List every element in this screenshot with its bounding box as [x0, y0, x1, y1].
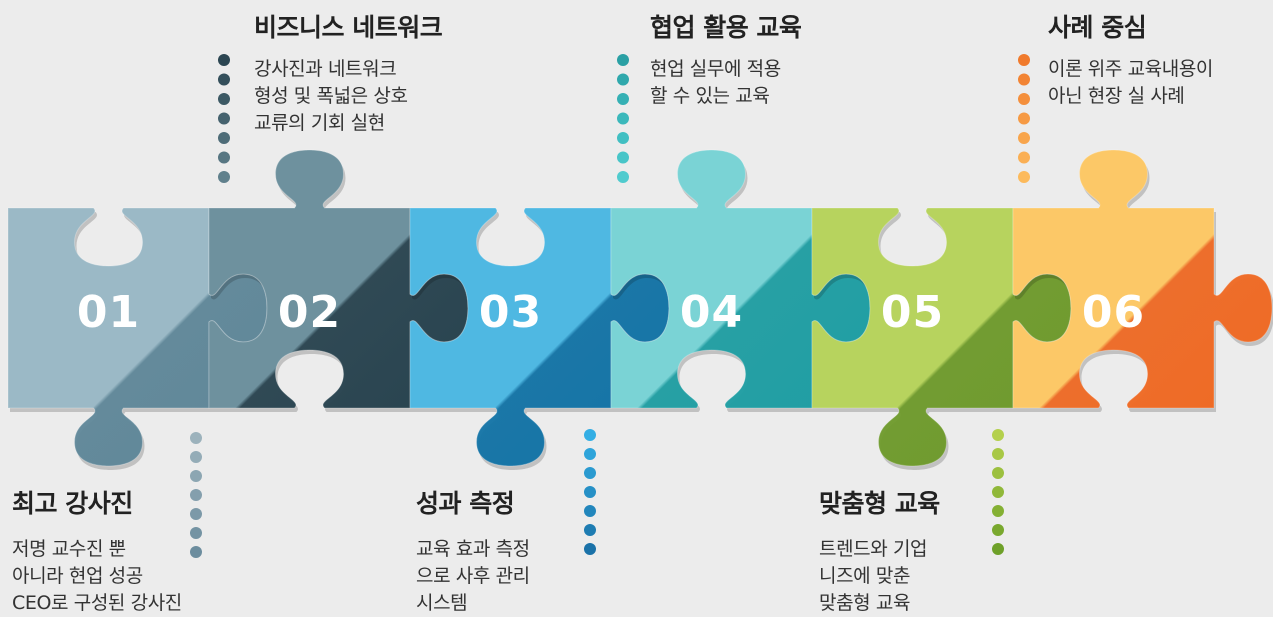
connector-dot	[584, 486, 596, 498]
piece-number-4: 04	[680, 287, 743, 338]
connector-dot	[190, 546, 202, 558]
connector-dot	[617, 171, 629, 183]
piece-1-title: 최고 강사진	[12, 489, 133, 518]
connector-dot	[584, 505, 596, 517]
piece-3-line-3: 시스템	[416, 592, 468, 614]
connector-dot	[190, 451, 202, 463]
connector-dot	[992, 505, 1004, 517]
connector-dot	[218, 151, 230, 164]
connector-dot	[992, 543, 1004, 555]
piece-6-line-1: 이론 위주 교육내용이	[1048, 58, 1213, 80]
connector-dot	[190, 527, 202, 539]
piece-5-line-1: 트렌드와 기업	[819, 538, 928, 560]
connector-dot	[992, 524, 1004, 536]
piece-1-line-2: 아니라 현업 성공	[12, 565, 143, 587]
piece-number-2: 02	[278, 287, 341, 338]
connector-dot	[584, 524, 596, 536]
piece-number-1: 01	[77, 287, 140, 338]
connector-dot	[617, 93, 629, 105]
connector-dot	[190, 508, 202, 520]
connector-dot	[218, 171, 230, 183]
piece-number-3: 03	[479, 287, 542, 338]
piece-1-line-3: CEO로 구성된 강사진	[12, 592, 182, 614]
connector-dot	[190, 432, 202, 444]
connector-dot	[218, 112, 230, 125]
piece-3-line-1: 교육 효과 측정	[416, 538, 530, 560]
piece-5-description: 트렌드와 기업 니즈에 맞춘 맞춤형 교육	[819, 536, 928, 617]
piece-3-line-2: 으로 사후 관리	[416, 565, 530, 587]
connector-dot	[617, 73, 629, 86]
piece-2-title: 비즈니스 네트워크	[254, 13, 443, 42]
piece-3-title: 성과 측정	[416, 489, 515, 518]
connector-dot	[190, 489, 202, 501]
piece-3-description: 교육 효과 측정 으로 사후 관리 시스템	[416, 536, 530, 617]
connector-dots-layer	[190, 54, 1030, 558]
piece-5-title: 맞춤형 교육	[819, 489, 940, 518]
connector-dot	[1018, 54, 1030, 66]
connector-dot	[218, 132, 230, 144]
connector-dot	[1018, 132, 1030, 144]
piece-2-line-2: 형성 및 폭넓은 상호	[254, 85, 408, 107]
connector-dot	[992, 467, 1004, 479]
connector-dot	[617, 132, 629, 144]
puzzle-piece-6: 06	[1012, 149, 1273, 412]
connector-dot	[218, 73, 230, 86]
connector-dot	[992, 448, 1004, 460]
connector-dot	[1018, 73, 1030, 86]
piece-number-5: 05	[881, 287, 944, 338]
piece-5-line-2: 니즈에 맞춘	[819, 565, 911, 587]
connector-dot	[1018, 93, 1030, 105]
puzzle-pieces-layer: 01 02 03 04 05 06	[7, 149, 1273, 470]
piece-2-line-1: 강사진과 네트워크	[254, 58, 397, 80]
puzzle-piece-shape	[1012, 149, 1273, 409]
connector-dot	[218, 93, 230, 105]
connector-dot	[218, 54, 230, 66]
connector-dot	[992, 429, 1004, 441]
puzzle-piece-3: 03	[409, 207, 671, 470]
connector-dot	[1018, 112, 1030, 125]
connector-dot	[584, 467, 596, 479]
piece-6-description: 이론 위주 교육내용이 아닌 현장 실 사례	[1048, 56, 1213, 110]
piece-4-title: 협업 활용 교육	[650, 13, 802, 42]
piece-2-description: 강사진과 네트워크 형성 및 폭넓은 상호 교류의 기회 실현	[254, 56, 408, 137]
piece-6-line-2: 아닌 현장 실 사례	[1048, 85, 1185, 107]
connector-dot	[584, 543, 596, 555]
piece-4-line-1: 현업 실무에 적용	[650, 58, 781, 80]
connector-dot	[190, 470, 202, 482]
piece-number-6: 06	[1082, 287, 1145, 338]
piece-6-title: 사례 중심	[1048, 13, 1147, 42]
connector-dot	[584, 448, 596, 460]
piece-4-line-2: 할 수 있는 교육	[650, 85, 770, 107]
connector-dot	[617, 112, 629, 125]
piece-1-line-1: 저명 교수진 뿐	[12, 538, 126, 560]
connector-dot	[1018, 171, 1030, 183]
puzzle-piece-2: 02	[208, 149, 470, 412]
piece-4-description: 현업 실무에 적용 할 수 있는 교육	[650, 56, 781, 110]
connector-dot	[584, 429, 596, 441]
piece-2-line-3: 교류의 기회 실현	[254, 112, 385, 134]
connector-dot	[992, 486, 1004, 498]
connector-dot	[617, 151, 629, 164]
puzzle-piece-1: 01	[7, 207, 269, 470]
connector-dot	[617, 54, 629, 66]
puzzle-piece-4: 04	[610, 149, 872, 412]
piece-1-description: 저명 교수진 뿐 아니라 현업 성공 CEO로 구성된 강사진	[12, 536, 182, 617]
piece-5-line-3: 맞춤형 교육	[819, 592, 911, 614]
connector-dot	[1018, 151, 1030, 164]
